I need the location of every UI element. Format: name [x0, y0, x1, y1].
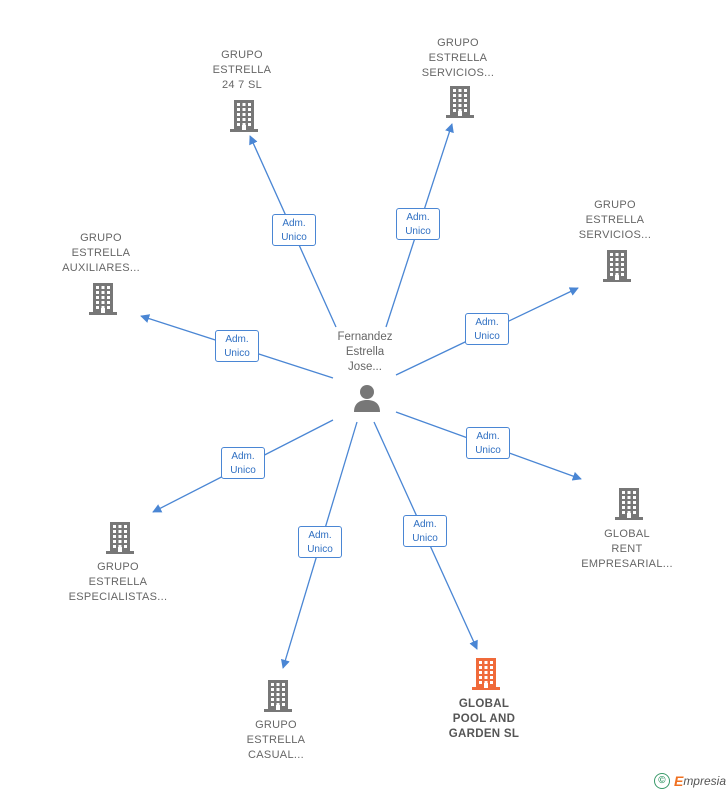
- company-label[interactable]: GRUPO ESTRELLA SERVICIOS...: [545, 198, 685, 243]
- company-label-line: GARDEN SL: [448, 728, 520, 740]
- company-label-line: GRUPO: [97, 561, 139, 573]
- company-label[interactable]: GRUPO ESTRELLA SERVICIOS...: [388, 36, 528, 81]
- company-label-line: ESTRELLA: [88, 576, 148, 588]
- edge-role-line-2: Unico: [405, 226, 431, 237]
- edge-role-badge[interactable]: Adm. Unico: [215, 330, 259, 362]
- company-label-line: ESTRELLA: [246, 734, 306, 746]
- building-icon[interactable]: [87, 281, 119, 317]
- company-label-line: GRUPO: [437, 37, 479, 49]
- edge-role-line-1: Adm.: [282, 218, 306, 229]
- company-label-line: GRUPO: [255, 719, 297, 731]
- edge-role-badge[interactable]: Adm. Unico: [403, 515, 447, 547]
- edge-role-line-2: Unico: [230, 465, 256, 476]
- company-label[interactable]: GLOBAL POOL AND GARDEN SL: [414, 697, 554, 742]
- center-name-line-2: Estrella: [345, 346, 385, 358]
- building-icon[interactable]: [104, 520, 136, 556]
- company-label-line: GLOBAL: [604, 528, 650, 540]
- person-icon[interactable]: [351, 382, 383, 414]
- company-label-line: CASUAL...: [248, 749, 304, 761]
- edge-role-line-1: Adm.: [475, 317, 499, 328]
- company-label[interactable]: GRUPO ESTRELLA ESPECIALISTAS...: [48, 560, 188, 605]
- company-label[interactable]: GRUPO ESTRELLA CASUAL...: [206, 718, 346, 763]
- edge-role-line-1: Adm.: [225, 334, 249, 345]
- company-label-line: EMPRESARIAL...: [581, 558, 673, 570]
- company-label-line: ESTRELLA: [428, 52, 488, 64]
- center-name-line-3: Jose...: [348, 361, 382, 373]
- edge-role-badge[interactable]: Adm. Unico: [298, 526, 342, 558]
- copyright-icon: ©: [653, 773, 670, 789]
- edge-role-badge[interactable]: Adm. Unico: [272, 214, 316, 246]
- building-icon[interactable]: [601, 248, 633, 284]
- company-label-line: SERVICIOS...: [578, 229, 652, 241]
- edge-role-line-2: Unico: [307, 544, 333, 555]
- building-icon[interactable]: [444, 84, 476, 120]
- company-label[interactable]: GRUPO ESTRELLA AUXILIARES...: [31, 231, 171, 276]
- company-label-line: GRUPO: [80, 232, 122, 244]
- center-person-label[interactable]: Fernandez Estrella Jose...: [310, 330, 420, 375]
- company-label[interactable]: GRUPO ESTRELLA 24 7 SL: [172, 48, 312, 93]
- building-icon[interactable]: [262, 678, 294, 714]
- company-label-line: RENT: [611, 543, 643, 555]
- edge-role-badge[interactable]: Adm. Unico: [396, 208, 440, 240]
- company-label[interactable]: GLOBAL RENT EMPRESARIAL...: [557, 527, 697, 572]
- edge-role-line-1: Adm.: [308, 530, 332, 541]
- edge-role-line-2: Unico: [281, 232, 307, 243]
- edge-role-badge[interactable]: Adm. Unico: [221, 447, 265, 479]
- company-label-line: GLOBAL: [458, 698, 510, 710]
- building-icon[interactable]: [228, 98, 260, 134]
- company-label-line: POOL AND: [452, 713, 516, 725]
- edge-role-line-1: Adm.: [413, 519, 437, 530]
- edge-role-line-1: Adm.: [231, 451, 255, 462]
- brand-name: mpresia: [683, 774, 726, 788]
- building-icon[interactable]: [613, 486, 645, 522]
- brand-initial: E: [673, 773, 684, 789]
- edge-role-line-2: Unico: [475, 445, 501, 456]
- company-label-line: ESPECIALISTAS...: [68, 591, 168, 603]
- company-label-line: GRUPO: [221, 49, 263, 61]
- company-label-line: SERVICIOS...: [421, 67, 495, 79]
- edge-role-badge[interactable]: Adm. Unico: [466, 427, 510, 459]
- company-label-line: ESTRELLA: [212, 64, 272, 76]
- company-label-line: ESTRELLA: [71, 247, 131, 259]
- edge-role-line-1: Adm.: [476, 431, 500, 442]
- building-icon[interactable]: [470, 656, 502, 692]
- edge-role-line-1: Adm.: [406, 212, 430, 223]
- edge-role-badge[interactable]: Adm. Unico: [465, 313, 509, 345]
- company-label-line: AUXILIARES...: [62, 262, 140, 274]
- company-label-line: 24 7 SL: [221, 79, 263, 91]
- edge-role-line-2: Unico: [474, 331, 500, 342]
- edge-role-line-2: Unico: [412, 533, 438, 544]
- center-name-line-1: Fernandez: [337, 331, 393, 343]
- edge-role-line-2: Unico: [224, 348, 250, 359]
- company-label-line: GRUPO: [594, 199, 636, 211]
- company-label-line: ESTRELLA: [585, 214, 645, 226]
